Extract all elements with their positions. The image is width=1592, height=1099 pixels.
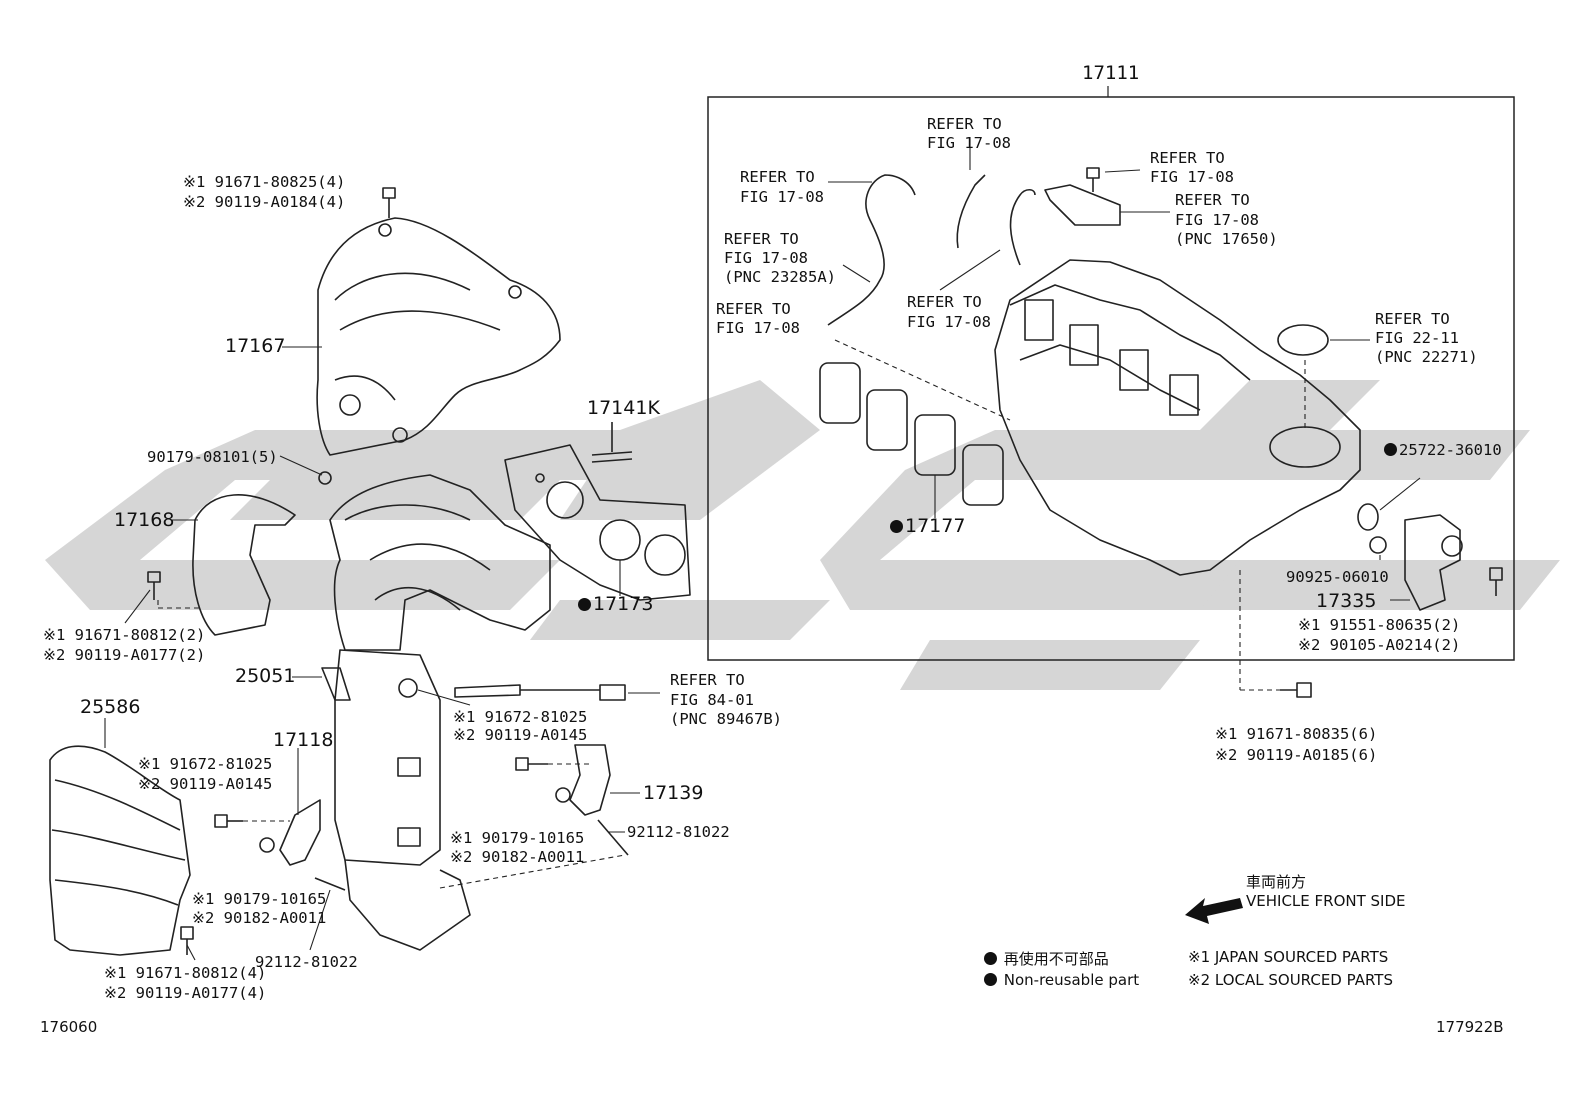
bolt-label-top-left-1: ※1 91671-80825(4) [183, 173, 346, 191]
part-17173-text: 17173 [593, 593, 654, 615]
part-92112-a: 92112-81022 [627, 823, 730, 841]
part-17141K: 17141K [587, 397, 660, 419]
bolt-label-heat-ins-1: ※1 91671-80812(2) [43, 626, 206, 644]
bolt-label-bottom-1: ※1 91671-80812(4) [104, 964, 267, 982]
ref-5-line-2: FIG 17-08 [724, 249, 808, 267]
ref-8-line-3: (PNC 22271) [1375, 348, 1478, 366]
front-label-en: VEHICLE FRONT SIDE [1246, 892, 1406, 910]
gasket-17177-a [819, 362, 861, 424]
source-2: ※2 LOCAL SOURCED PARTS [1188, 971, 1393, 989]
box-part-label: 17111 [1082, 62, 1140, 84]
nut-label-mid-2: ※2 90182-A0011 [450, 848, 585, 866]
bolt-label-bottom-2: ※2 90119-A0177(4) [104, 984, 267, 1002]
bolt-label-manifold-2: ※2 90119-A0185(6) [1215, 746, 1378, 764]
sensor-17335 [1404, 514, 1461, 611]
nonreuse-en-text: Non-reusable part [1003, 971, 1140, 989]
part-92112-b: 92112-81022 [255, 953, 358, 971]
ref-5-line-3: (PNC 23285A) [724, 268, 836, 286]
intake-manifold-17111 [994, 259, 1361, 576]
ref-4-line-3: (PNC 17650) [1175, 230, 1278, 248]
part-25586: 25586 [80, 696, 141, 718]
ref-7-line-1: REFER TO [907, 293, 982, 311]
heat-insulator-17167 [316, 217, 561, 456]
watermark-logo [45, 380, 1560, 690]
nonreuse-dot-icon [984, 973, 997, 986]
nonreuse-jp: 再使用不可部品 [984, 948, 1109, 969]
ref-8-line-1: REFER TO [1375, 310, 1450, 328]
ref-2-line-2: FIG 17-08 [1150, 168, 1234, 186]
part-17168: 17168 [114, 509, 175, 531]
part-17173: 17173 [578, 593, 653, 615]
gasket-17173 [504, 444, 691, 601]
ref-4-line-2: FIG 17-08 [1175, 211, 1259, 229]
ref-3-line-1: REFER TO [740, 168, 815, 186]
bolt-label-manifold-1: ※1 91671-80835(6) [1215, 725, 1378, 743]
nonreuse-dot-icon [1384, 443, 1397, 456]
ref-6-line-1: REFER TO [716, 300, 791, 318]
part-17177-text: 17177 [905, 515, 966, 537]
ref-3-line-2: FIG 17-08 [740, 188, 824, 206]
figure-id-left: 176060 [40, 1018, 98, 1036]
part-25722: 25722-36010 [1384, 441, 1502, 460]
bolt-label-bracket-1: ※1 91672-81025 [138, 755, 273, 773]
source-1: ※1 JAPAN SOURCED PARTS [1188, 948, 1389, 966]
bolt-label-top-left-2: ※2 90119-A0184(4) [183, 193, 346, 211]
nut-label-low-2: ※2 90182-A0011 [192, 909, 327, 927]
part-90179-08101: 90179-08101(5) [147, 448, 278, 466]
nonreuse-dot-icon [890, 520, 903, 533]
front-label-jp: 車両前方 [1246, 873, 1307, 891]
figure-id-right: 177922B [1436, 1018, 1504, 1036]
ref-9-line-1: REFER TO [670, 671, 745, 689]
part-25051: 25051 [235, 665, 296, 687]
part-17167: 17167 [225, 335, 286, 357]
stay-17139 [569, 744, 611, 816]
front-arrow-icon [1185, 898, 1243, 924]
bolt-label-sensor-r-1: ※1 91551-80635(2) [1298, 616, 1461, 634]
part-17118: 17118 [273, 729, 334, 751]
nonreuse-en: Non-reusable part [984, 971, 1139, 989]
heat-insulator-17168 [192, 494, 296, 636]
ref-2-line-1: REFER TO [1150, 149, 1225, 167]
ref-5-line-1: REFER TO [724, 230, 799, 248]
nonreuse-dot-icon [984, 952, 997, 965]
heat-cover-25586 [49, 745, 191, 956]
bolt-label-sensor-r-2: ※2 90105-A0214(2) [1298, 636, 1461, 654]
nonreuse-dot-icon [578, 598, 591, 611]
ref-9-line-2: FIG 84-01 [670, 691, 754, 709]
nut-label-mid-1: ※1 90179-10165 [450, 829, 585, 847]
nut-label-low-1: ※1 90179-10165 [192, 890, 327, 908]
filter-mesh [1277, 324, 1329, 356]
bolt-label-bracket-2: ※2 90119-A0145 [138, 775, 273, 793]
ref-6-line-2: FIG 17-08 [716, 319, 800, 337]
ref-7-line-2: FIG 17-08 [907, 313, 991, 331]
part-25722-text: 25722-36010 [1399, 441, 1502, 459]
part-90925: 90925-06010 [1286, 568, 1389, 586]
bolt-icons [147, 167, 1503, 955]
bolt-label-heat-ins-2: ※2 90119-A0177(2) [43, 646, 206, 664]
ref-1-line-2: FIG 17-08 [927, 134, 1011, 152]
exhaust-manifold [329, 474, 551, 651]
catalytic-converter [334, 649, 441, 866]
bolt-label-sensor-1: ※1 91672-81025 [453, 708, 588, 726]
ref-8-line-2: FIG 22-11 [1375, 329, 1459, 347]
ref-9-line-3: (PNC 89467B) [670, 710, 782, 728]
nonreuse-jp-text: 再使用不可部品 [1003, 950, 1109, 968]
manifold-box [707, 96, 1515, 661]
bolt-label-sensor-2: ※2 90119-A0145 [453, 726, 588, 744]
ref-1-line-1: REFER TO [927, 115, 1002, 133]
part-17139: 17139 [643, 782, 704, 804]
part-17335: 17335 [1316, 590, 1377, 612]
bracket-17118 [279, 799, 321, 866]
ref-4-line-1: REFER TO [1175, 191, 1250, 209]
part-17177: 17177 [890, 515, 965, 537]
